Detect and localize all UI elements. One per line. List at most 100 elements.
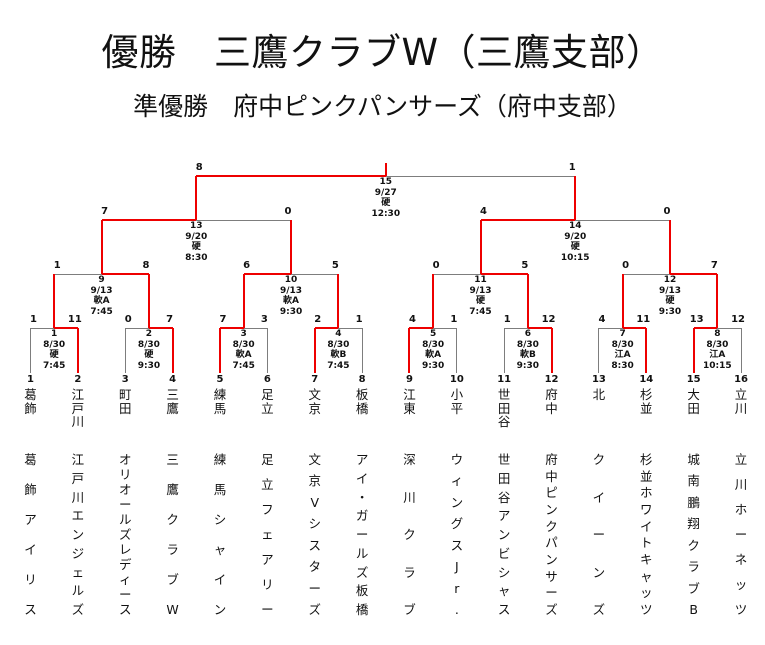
team-name-char: ク [687,537,700,553]
team-15-number: 15 [686,374,701,385]
team-name-char: ャ [497,583,511,599]
ward-char: 京 [308,400,321,416]
match-11-date: 9/13 [469,285,492,296]
match-5-score-left: 4 [408,314,416,325]
team-name-char: ネ [734,552,748,567]
match-12-bar-left [622,273,670,275]
match-3-team-leg-left [218,328,221,373]
match-11-advance-leg-right [526,274,529,328]
team-name-char: ス [118,602,132,617]
match-8-number: 8 [714,329,721,339]
ward-char: 葛 [24,387,37,402]
match-10-date: 9/13 [279,285,303,296]
match-13-score-left: 7 [101,206,109,217]
team-name-char: 深 [403,452,416,467]
match-4-score-right: 1 [355,314,363,325]
team-name-char: ズ [308,601,321,617]
match-13-number: 13 [190,221,203,231]
match-6-score-right: 12 [541,314,556,325]
match-15-number: 15 [379,177,393,187]
match-8-score-right: 12 [731,314,745,325]
match-15-advance-leg-left [195,176,198,220]
match-3-team-leg-right [266,328,268,373]
match-4-number: 4 [335,329,342,339]
team-2-name: 江戸川エンジェルズ [69,453,87,616]
team-name-char: ー [545,585,558,601]
match-9-bar-right [101,273,149,275]
team-name-char: ン [71,527,85,542]
match-5-venue: 軟A [425,350,442,360]
team-9-number: 9 [405,374,413,385]
match-12-bar-right [669,273,718,275]
team-name-char: ・ [355,489,369,505]
match-9-date: 9/13 [90,285,113,296]
team-name-char: ス [24,602,37,617]
match-8-time: 10:15 [703,360,732,371]
team-12-ward-label: 府中 [543,388,561,415]
team-name-char: ホ [734,502,748,517]
ward-char: 江 [71,387,85,402]
ward-char: 練 [213,387,227,402]
team-name-char: ア [497,508,511,524]
ward-char: 川 [71,414,85,429]
ward-char: 小 [450,387,464,402]
match-12-advance-leg-left [621,274,624,328]
team-6-number: 6 [263,374,271,385]
team-8-name: アイ・ガールズ板橋 [353,453,371,616]
team-4-number: 4 [169,374,177,385]
match-6-date: 8/30 [516,339,539,350]
ward-char: 東 [403,400,416,416]
team-15-ward-label: 大田 [685,388,703,415]
team-name-char: . [454,601,459,617]
team-name-char: ア [355,452,369,467]
team-10-ward-label: 小平 [448,388,466,415]
team-name-char: 鵬 [687,494,700,510]
match-2-number: 2 [145,329,153,339]
match-5-date: 8/30 [422,339,445,350]
match-7-score-right: 11 [636,314,651,325]
team-14-number: 14 [639,374,654,385]
match-15-score-right: 1 [568,162,576,173]
match-10-score-left: 6 [243,260,251,271]
team-name-char: J [454,559,459,575]
team-name-char: 飾 [24,482,37,497]
match-6-bar-right [527,327,552,329]
ward-char: 杉 [640,387,653,402]
ward-char: 府 [545,387,558,402]
team-6-name: 足立フェアリー [258,453,276,616]
match-3-number: 3 [240,329,247,339]
team-11-number: 11 [497,374,512,385]
team-name-char: ア [261,552,274,567]
match-14-advance-leg-right [668,220,671,274]
team-2-ward-label: 江戸川 [69,388,87,429]
match-10-advance-leg-right [337,274,340,328]
match-2-date: 8/30 [137,339,160,350]
match-11-bar-right [480,273,528,275]
match-12-number: 12 [663,275,677,285]
champion-title: 優勝 三鷹クラブW（三鷹支部） [101,31,664,74]
match-4-bar-left [314,327,339,329]
match-3-time: 7:45 [232,360,255,371]
match-5-team-leg-left [408,328,411,373]
team-name-char: サ [545,568,558,584]
match-15-advance-leg-right [574,176,577,220]
ward-char: 川 [734,400,748,416]
match-11-number: 11 [474,275,487,285]
team-name-char: ブ [403,602,416,617]
team-name-char: 葛 [24,452,37,467]
team-name-char: イ [213,572,227,587]
team-1-ward-label: 葛飾 [22,388,40,415]
match-2-bar-left [125,327,149,329]
team-name-char: ツ [640,601,653,617]
ward-char: 田 [118,400,132,416]
match-14-venue: 硬 [570,242,580,252]
match-5-bar-left [409,327,434,329]
match-11-venue: 硬 [475,296,485,306]
team-5-ward-label: 練馬 [211,388,229,415]
team-name-char: 南 [687,473,700,489]
